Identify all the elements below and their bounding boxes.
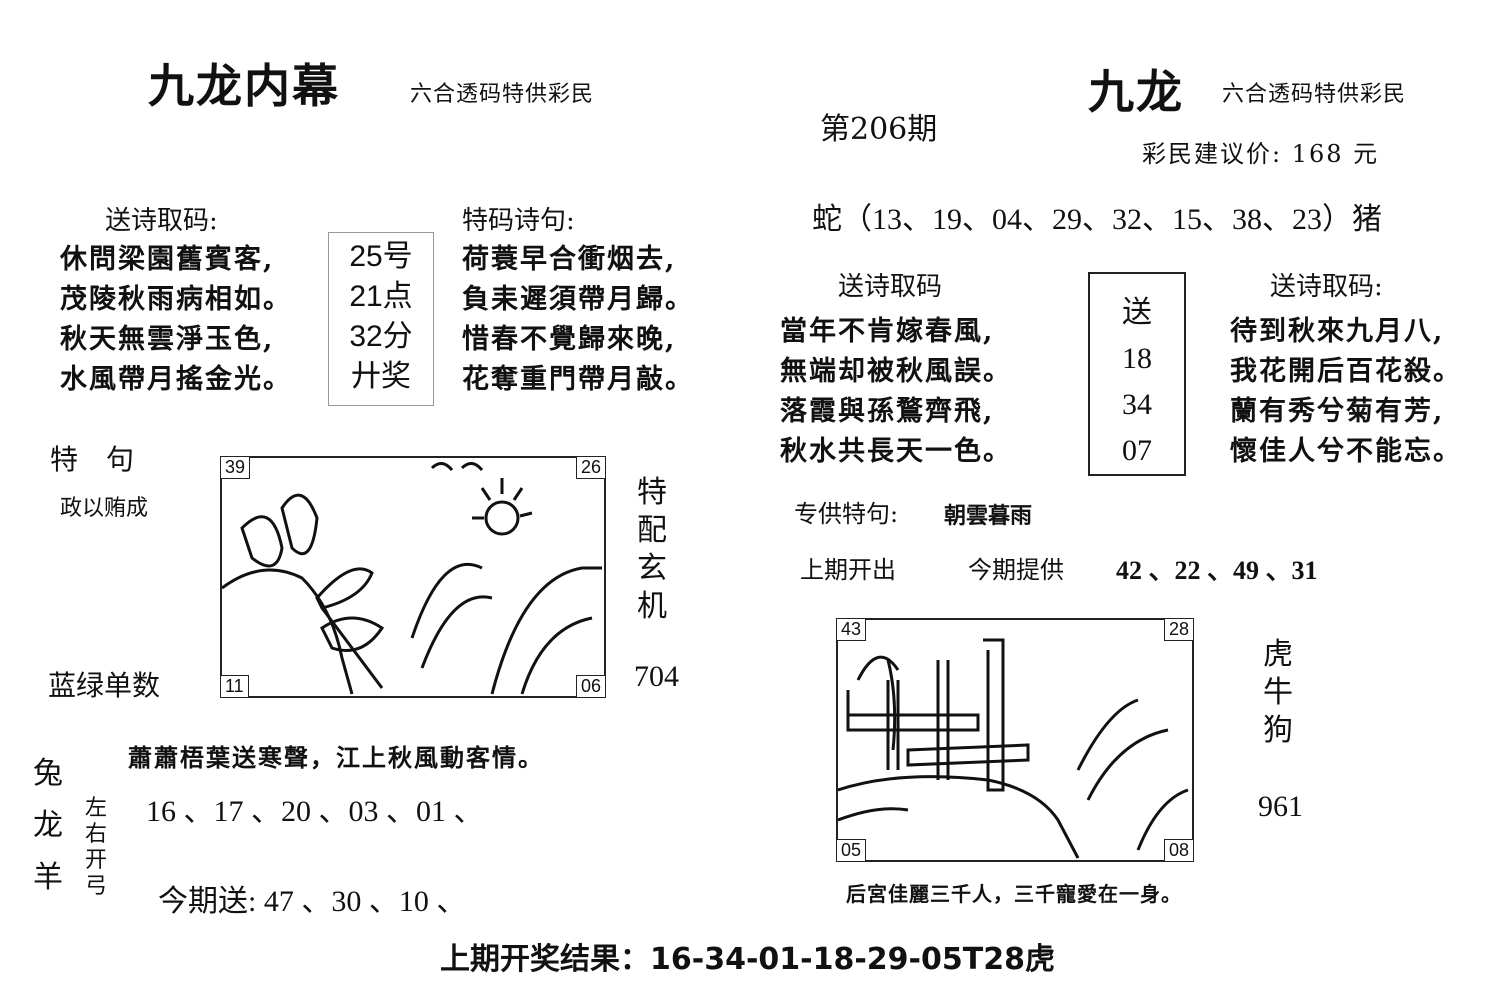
corner-tag: 43 [836,618,867,641]
animals-vertical: 兔龙羊 [33,756,63,895]
mid-box-line: 18 [1122,342,1152,375]
lanlv-label: 蓝绿单数 [48,669,161,702]
left-side-number: 704 [634,660,679,693]
corner-tag: 26 [575,456,606,479]
price: 彩民建议价: 168 元 [1142,140,1380,168]
right-mid-box: 送 18 34 07 [1088,272,1186,476]
poem-line: 無端却被秋風誤。 [780,356,1012,387]
left-mid-box: 25号 21点 32分 廾奖 [328,232,434,406]
zhuangong-label: 专供特句: [794,500,899,528]
left-special-poem: 荷蓑早合衝烟去, 負耒遲須帶月歸。 惜春不覺歸來晚, 花奪重門帶月敲。 [462,240,694,400]
right-poem1: 當年不肯嫁春風, 無端却被秋風誤。 落霞與孫鶩齊飛, 秋水共長天一色。 [780,312,1012,472]
poem-line: 蘭有秀兮菊有芳, [1230,396,1445,427]
poem-line: 惜春不覺歸來晚, [462,324,677,355]
poem-line: 秋水共長天一色。 [780,436,1012,467]
poem-line: 落霞與孫鶩齊飛, [780,396,995,427]
corner-tag: 28 [1163,618,1194,641]
corner-tag: 08 [1163,839,1194,862]
corner-tag: 39 [220,456,251,479]
poem-line: 休問梁園舊賓客, [60,244,275,275]
mid-box-line: 07 [1122,434,1152,467]
right-side-number: 961 [1258,790,1303,823]
left-subtitle: 六合透码特供彩民 [410,82,595,107]
jinqi-song: 今期送: 47 、30 、10 、 [158,885,467,918]
jinqi-label: 今期提供 [968,556,1064,584]
right-title: 九龙 [1088,65,1184,119]
corner-tag: 05 [836,839,867,862]
teju-text: 政以贿成 [60,496,149,521]
right-side-vertical: 虎牛狗 [1263,637,1293,748]
left-side-vertical: 特配玄机 [637,475,667,624]
zuoyou-vertical: 左右开弓 [84,796,107,899]
right-poem2: 待到秋來九月八, 我花開后百花殺。 蘭有秀兮菊有芳, 懷佳人兮不能忘。 [1230,312,1462,472]
right-subtitle: 六合透码特供彩民 [1222,82,1407,107]
teju-label: 特 句 [50,443,135,476]
zhuangong-text: 朝雲暮雨 [944,503,1033,529]
poem-line: 負耒遲須帶月歸。 [462,284,694,315]
right-illustration: 43 28 05 08 [836,618,1194,862]
mid-box-line: 32分 [349,320,413,353]
left-illustration: 39 26 11 06 [220,456,606,698]
mid-box-line: 21点 [349,280,413,313]
jinqi-numbers: 42 、22 、49 、31 [1116,556,1318,585]
mid-box-line: 送 [1122,296,1152,329]
snake-line: 蛇（13、19、04、29、32、15、38、23）猪 [812,203,1382,236]
shangqi-label: 上期开出 [800,556,896,584]
poem-line: 當年不肯嫁春風, [780,316,995,347]
left-poem-heading: 送诗取码: [105,206,218,236]
poem-line: 我花開后百花殺。 [1230,356,1462,387]
corner-tag: 11 [220,675,249,698]
poem-line: 秋天無雲淨玉色, [60,324,275,355]
left-title: 九龙内幕 [148,59,340,113]
poem-line: 水風帶月搖金光。 [60,364,292,395]
plant-sun-drawing [222,462,602,695]
poem-line: 懷佳人兮不能忘。 [1230,436,1462,467]
mid-box-line: 34 [1122,388,1152,421]
corner-tag: 06 [575,675,606,698]
poem-line: 花奪重門帶月敲。 [462,364,694,395]
issue-number: 第206期 [820,112,938,147]
left-poem: 休問梁園舊賓客, 茂陵秋雨病相如。 秋天無雲淨玉色, 水風帶月搖金光。 [60,240,292,400]
poem-line: 荷蓑早合衝烟去, [462,244,677,275]
footer-result: 上期开奖结果：16-34-01-18-29-05T28虎 [440,942,1055,977]
left-bottom-poem: 蕭蕭梧葉送寒聲，江上秋風動客情。 [128,743,544,772]
right-poem2-heading: 送诗取码: [1270,272,1383,302]
mid-box-line: 25号 [349,240,413,273]
mid-box-line: 廾奖 [351,360,411,393]
zuoyou-numbers: 16 、17 、20 、03 、01 、 [146,795,484,828]
field-drawing [838,638,1189,859]
right-poem1-heading: 送诗取码 [838,272,943,302]
right-caption: 后宮佳麗三千人，三千寵愛在一身。 [846,882,1182,906]
poem-line: 待到秋來九月八, [1230,316,1445,347]
poem-line: 茂陵秋雨病相如。 [60,284,292,315]
left-special-heading: 特码诗句: [462,206,575,236]
